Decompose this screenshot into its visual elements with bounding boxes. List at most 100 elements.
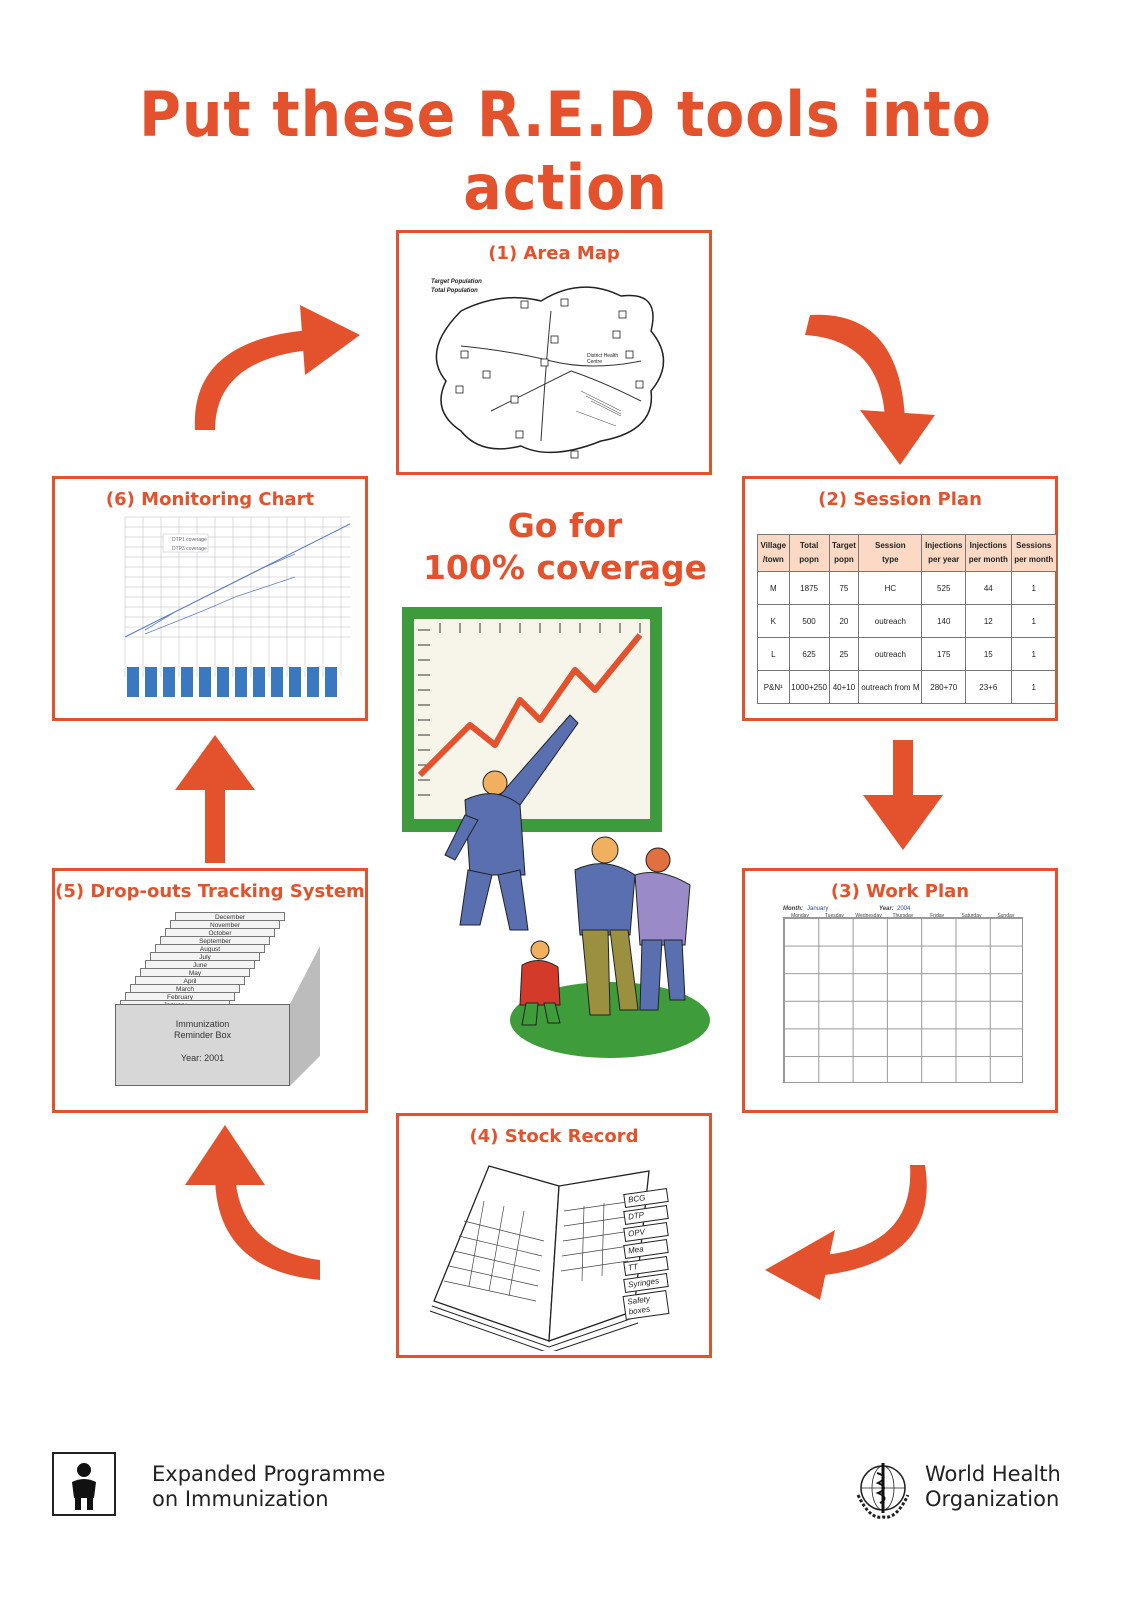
header-line: Village bbox=[760, 541, 787, 550]
arrow-2-to-3 bbox=[863, 740, 943, 850]
slogan-line1: Go for bbox=[507, 506, 623, 545]
table-cell: 1 bbox=[1010, 604, 1057, 638]
area-map-legend-target: Target Population bbox=[431, 279, 482, 285]
center-slogan: Go for 100% coverage bbox=[400, 505, 730, 589]
table-cell: 1 bbox=[1010, 637, 1057, 671]
epi-line2: on Immunization bbox=[152, 1487, 329, 1511]
who-line2: Organization bbox=[925, 1487, 1060, 1511]
table-cell: outreach from M bbox=[858, 670, 923, 704]
year-label: Year: bbox=[879, 906, 894, 912]
month-label: Month: bbox=[783, 906, 803, 912]
header-line: per year bbox=[928, 555, 960, 564]
table-cell: 140 bbox=[921, 604, 967, 638]
work-plan-title: (3) Work Plan bbox=[830, 881, 970, 902]
header-line: Sessions bbox=[1016, 541, 1052, 550]
table-cell: 44 bbox=[965, 571, 1012, 605]
weekday-label: Friday bbox=[930, 913, 945, 919]
dropouts-title: (5) Drop-outs Tracking System bbox=[55, 881, 365, 902]
table-cell: 1 bbox=[1010, 571, 1057, 605]
arrow-4-to-5 bbox=[185, 1125, 320, 1280]
table-cell: outreach bbox=[858, 604, 923, 638]
table-cell: 280+70 bbox=[921, 670, 967, 704]
epi-name: Expanded Programme on Immunization bbox=[152, 1462, 385, 1512]
table-cell: L bbox=[757, 637, 790, 671]
month-value: January bbox=[807, 906, 829, 912]
table-cell: 23+6 bbox=[965, 670, 1012, 704]
arrow-6-to-1 bbox=[194, 305, 360, 430]
table-cell: 1 bbox=[1010, 670, 1057, 704]
weekday-label: Saturday bbox=[961, 913, 982, 919]
header-line: Injections bbox=[925, 541, 963, 550]
table-cell: 20 bbox=[828, 604, 860, 638]
weekday-label: Thursday bbox=[892, 913, 914, 919]
table-cell: 15 bbox=[965, 637, 1012, 671]
weekday-label: Tuesday bbox=[824, 913, 844, 919]
weekday-label: Monday bbox=[791, 913, 809, 919]
header-line: Session bbox=[875, 541, 906, 550]
header-line: Target bbox=[832, 541, 856, 550]
health-centre-label: District Health Centre bbox=[587, 353, 619, 365]
table-cell: HC bbox=[858, 571, 923, 605]
box-line2: Reminder Box bbox=[173, 1030, 232, 1040]
slogan-line2: 100% coverage bbox=[422, 548, 708, 587]
family-group bbox=[519, 836, 691, 1026]
box-line1: Immunization bbox=[175, 1019, 230, 1029]
year-value: 2004 bbox=[897, 906, 911, 912]
page-title: Put these R.E.D tools into action bbox=[139, 78, 992, 224]
header-line: popn bbox=[799, 555, 819, 564]
table-cell: 75 bbox=[828, 571, 860, 605]
epi-logo bbox=[52, 1452, 116, 1516]
who-line1: World Health bbox=[925, 1462, 1061, 1486]
table-cell: outreach bbox=[858, 637, 923, 671]
table-cell: 625 bbox=[788, 637, 830, 671]
monitoring-panel: (6) Monitoring Chart DTP1 coverage DTP3 … bbox=[52, 476, 368, 721]
area-map-legend-total: Total Population bbox=[431, 288, 478, 294]
session-plan-col-header: Village/town bbox=[757, 534, 790, 572]
monitoring-title: (6) Monitoring Chart bbox=[105, 489, 315, 510]
arrow-3-to-4 bbox=[765, 1165, 927, 1300]
stock-record-title: (4) Stock Record bbox=[469, 1126, 639, 1147]
area-map-title: (1) Area Map bbox=[488, 243, 620, 264]
table-cell: 25 bbox=[828, 637, 860, 671]
table-cell: 40+10 bbox=[828, 670, 860, 704]
table-cell: K bbox=[757, 604, 790, 638]
growth-line bbox=[417, 633, 643, 778]
header-line: Injections bbox=[969, 541, 1007, 550]
monitoring-chart bbox=[124, 516, 350, 697]
table-cell: 175 bbox=[921, 637, 967, 671]
stock-tab: Safety boxes bbox=[622, 1290, 670, 1320]
weekday-label: Sunday bbox=[997, 913, 1015, 919]
work-plan-panel: (3) Work Plan Month: January Year: 2004 … bbox=[742, 868, 1058, 1113]
header-line: type bbox=[882, 555, 899, 564]
table-cell: M bbox=[757, 571, 790, 605]
session-plan-col-header: Injections per year bbox=[921, 534, 967, 572]
center-illustration bbox=[402, 607, 710, 1058]
calendar-grid bbox=[783, 917, 1023, 1083]
reminder-box-front: Immunization Reminder Box Year: 2001 bbox=[115, 1004, 290, 1086]
table-cell: 1875 bbox=[788, 571, 830, 605]
table-cell: 500 bbox=[788, 604, 830, 638]
box-year: Year: 2001 bbox=[180, 1053, 225, 1063]
monitoring-legend-dtp1: DTP1 coverage bbox=[172, 537, 207, 543]
header-line: popn bbox=[834, 555, 854, 564]
header-line: /town bbox=[762, 555, 784, 564]
area-map-drawing bbox=[435, 286, 665, 459]
monitoring-legend-dtp3: DTP3 coverage bbox=[172, 546, 207, 552]
who-emblem bbox=[856, 1463, 910, 1519]
arrow-5-to-6 bbox=[175, 735, 255, 863]
